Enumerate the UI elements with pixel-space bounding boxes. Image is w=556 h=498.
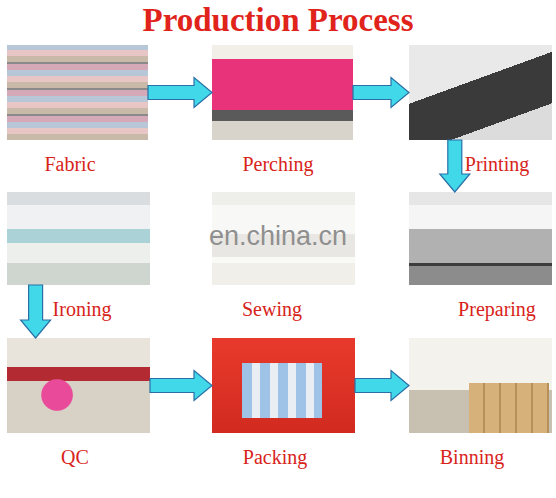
flow-arrow [150, 371, 212, 401]
photo-panel: Ironing [7, 192, 150, 285]
flow-arrow [353, 78, 409, 108]
photo-panel: Fabric [7, 45, 148, 140]
flow-arrow [148, 78, 212, 108]
flow-arrow [21, 285, 51, 338]
diagram-title: Production Process [0, 2, 556, 39]
step-label: Perching [242, 153, 313, 176]
photo-panel: Packing [212, 338, 355, 433]
photo-panel: Printing [409, 45, 552, 140]
photo-panel: Perching [212, 45, 353, 140]
photo-panel: Binning [409, 338, 552, 433]
step-label: Binning [440, 446, 504, 469]
flow-arrow [355, 371, 409, 401]
step-label: Printing [465, 153, 529, 176]
step-label: Sewing [242, 298, 302, 321]
step-label: Packing [243, 446, 307, 469]
photo-panel: QC [7, 338, 150, 433]
watermark-text: en.china.cn [0, 221, 556, 252]
step-label: Ironing [53, 298, 112, 321]
photo-panel: Preparing [409, 192, 552, 285]
step-label: Fabric [44, 153, 95, 176]
step-label: QC [61, 446, 89, 469]
step-label: Preparing [458, 298, 536, 321]
